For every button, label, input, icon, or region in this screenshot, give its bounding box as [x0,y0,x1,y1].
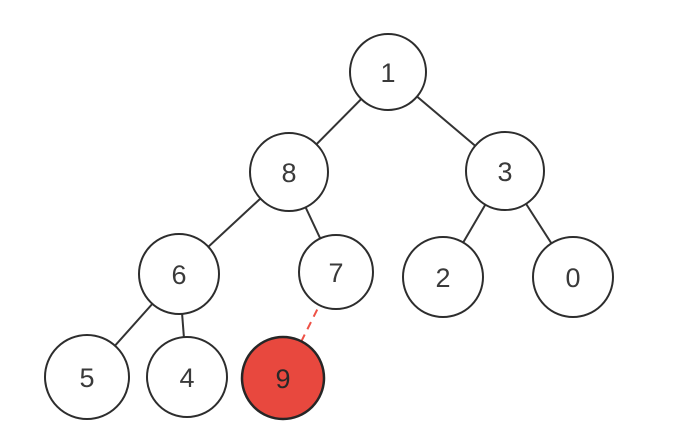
tree-node-circle [138,233,220,315]
tree-node-circle [240,335,326,421]
tree-node-circle [402,236,484,318]
tree-node-4: 4 [146,336,228,418]
tree-node-circle [532,236,614,318]
tree-node-3: 3 [465,131,545,211]
tree-node-7: 7 [298,234,374,310]
tree-node-circle [298,234,374,310]
tree-node-circle [44,334,130,420]
tree-node-circle [146,336,228,418]
tree-node-2: 2 [402,236,484,318]
tree-node-6: 6 [138,233,220,315]
tree-node-0: 0 [532,236,614,318]
tree-node-circle [349,33,427,111]
tree-node-circle [465,131,545,211]
tree-node-5: 5 [44,334,130,420]
tree-node-8: 8 [249,132,329,212]
edges-layer [86,71,574,379]
tree-node-9-highlighted: 9 [240,335,326,421]
tree-node-circle [249,132,329,212]
tree-node-1: 1 [349,33,427,111]
